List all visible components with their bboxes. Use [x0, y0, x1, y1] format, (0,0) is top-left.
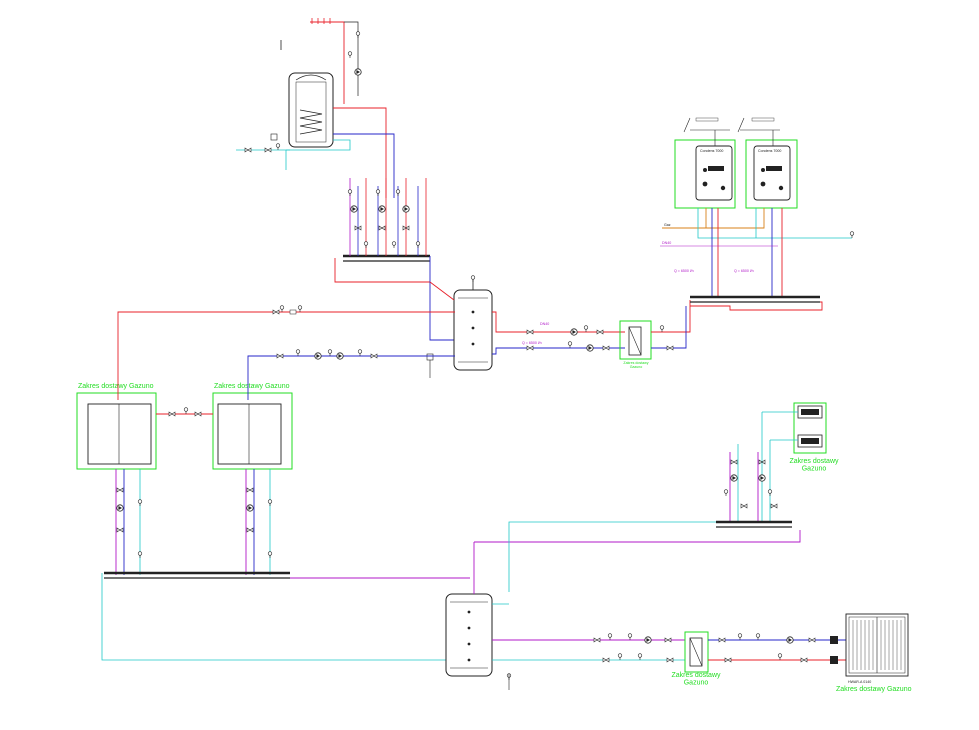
zone-label-1: Zakres dostawy Gazuno — [78, 383, 154, 390]
boiler-2 — [753, 145, 791, 201]
boiler-2-label: Condens 7000 — [758, 149, 781, 153]
zone-label-2: Zakres dostawy Gazuno — [214, 383, 290, 390]
boiler-1-label: Condens 7000 — [700, 149, 723, 153]
flow-label-c: Q = 6500 l/h — [734, 269, 754, 273]
flow-label-a: Q = 6500 l/h — [522, 341, 542, 345]
gas-label: Gaz — [664, 223, 671, 227]
dn-label-a: DN40 — [540, 322, 549, 326]
heat-pump-outdoor: HWAR-A 0140 Zakres dostawy Gazuno — [836, 613, 912, 693]
buffer-tank-bottom — [445, 521, 801, 690]
buffer-tank-center: DN40 Q = 6500 l/h — [426, 275, 625, 378]
dhw-cylinder — [288, 72, 334, 148]
dhw-cylinder-group — [236, 18, 395, 198]
dn-label-b: DN40 — [662, 241, 671, 245]
zone-left-1: Zakres dostawy Gazuno — [76, 383, 157, 470]
boilers-group: Condens 7000 Condens 7000 Gaz DN40 Q = 6… — [660, 117, 855, 311]
zone-label-5: Zakres dostawy Gazuno — [836, 686, 912, 693]
flow-label-b: Q = 6500 l/h — [674, 269, 694, 273]
boiler-1 — [695, 145, 733, 201]
left-piping — [101, 305, 470, 661]
heating-circuits-group — [334, 178, 455, 341]
heat-pump-label: HWAR-A 0140 — [848, 680, 871, 684]
zone-left-2: Zakres dostawy Gazuno — [212, 383, 293, 470]
